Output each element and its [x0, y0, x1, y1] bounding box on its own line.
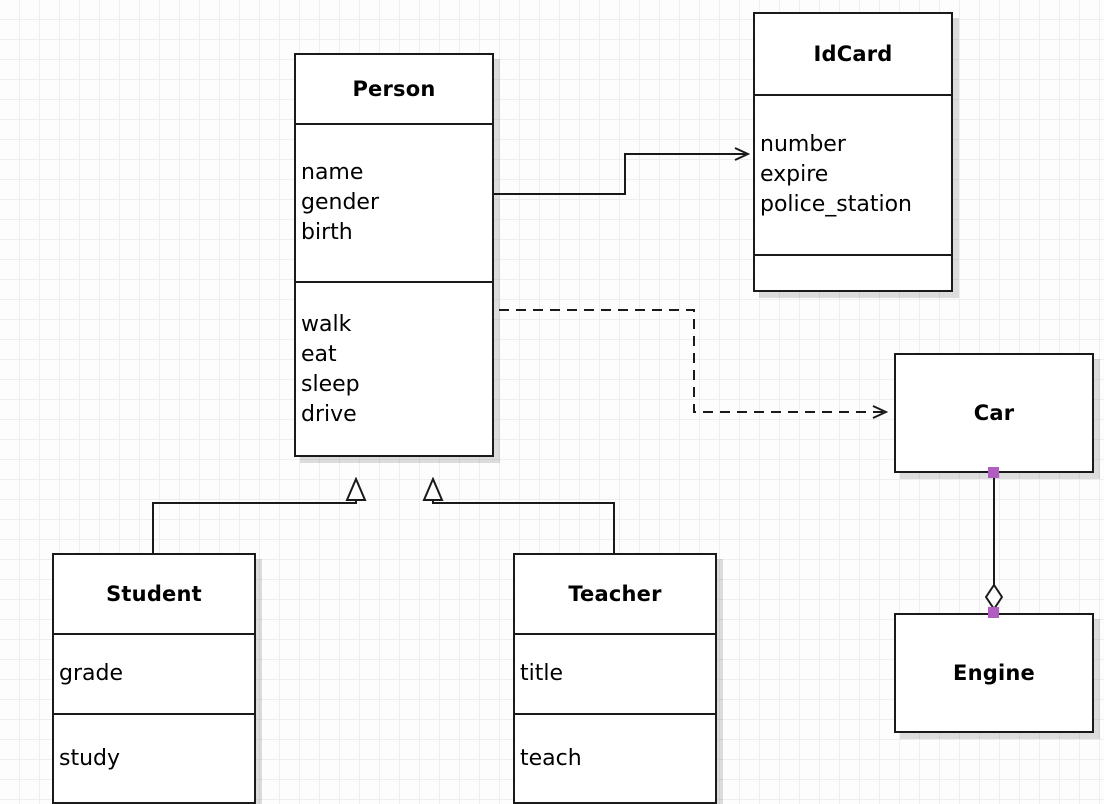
operation-row: eat [301, 342, 337, 367]
attribute-row: name [301, 160, 364, 185]
class-box-teacher[interactable]: Teacher title teach [513, 553, 717, 804]
class-title-engine: Engine [896, 615, 1092, 731]
relationship-student-person[interactable] [152, 479, 356, 553]
class-attributes-student: grade [54, 633, 254, 713]
class-box-car[interactable]: Car [894, 353, 1094, 473]
class-name-car: Car [973, 401, 1015, 425]
class-attributes-idcard: number expire police_station [755, 94, 951, 254]
attribute-row: expire [760, 162, 829, 187]
attribute-row: number [760, 132, 846, 157]
class-name-teacher: Teacher [568, 582, 662, 606]
class-box-idcard[interactable]: IdCard number expire police_station [753, 12, 953, 292]
operation-row: sleep [301, 372, 360, 397]
class-title-student: Student [54, 555, 254, 633]
class-operations-person: walk eat sleep drive [296, 281, 492, 457]
relationship-teacher-person[interactable] [433, 479, 615, 553]
operation-row: drive [301, 402, 357, 427]
class-title-idcard: IdCard [755, 14, 951, 94]
attribute-row: birth [301, 220, 353, 245]
relationship-person-car[interactable] [499, 309, 886, 412]
class-title-car: Car [896, 355, 1092, 471]
class-operations-teacher: teach [515, 713, 715, 802]
relationship-person-idcard[interactable] [494, 154, 748, 195]
class-title-teacher: Teacher [515, 555, 715, 633]
class-box-engine[interactable]: Engine [894, 613, 1094, 733]
class-operations-student: study [54, 713, 254, 802]
class-operations-idcard [755, 254, 951, 292]
class-name-engine: Engine [953, 661, 1035, 685]
class-box-student[interactable]: Student grade study [52, 553, 256, 804]
operation-row: walk [301, 312, 352, 337]
class-attributes-person: name gender birth [296, 123, 492, 281]
attribute-row: police_station [760, 192, 912, 217]
class-box-person[interactable]: Person name gender birth walk eat sleep … [294, 53, 494, 457]
operation-row: study [59, 745, 121, 771]
attribute-row: grade [59, 661, 123, 686]
class-attributes-teacher: title [515, 633, 715, 713]
class-name-person: Person [352, 77, 436, 101]
attribute-row: gender [301, 190, 379, 215]
attribute-row: title [520, 661, 564, 686]
operation-row: teach [520, 745, 582, 771]
class-name-idcard: IdCard [813, 42, 893, 66]
class-name-student: Student [106, 582, 202, 606]
class-title-person: Person [296, 55, 492, 123]
